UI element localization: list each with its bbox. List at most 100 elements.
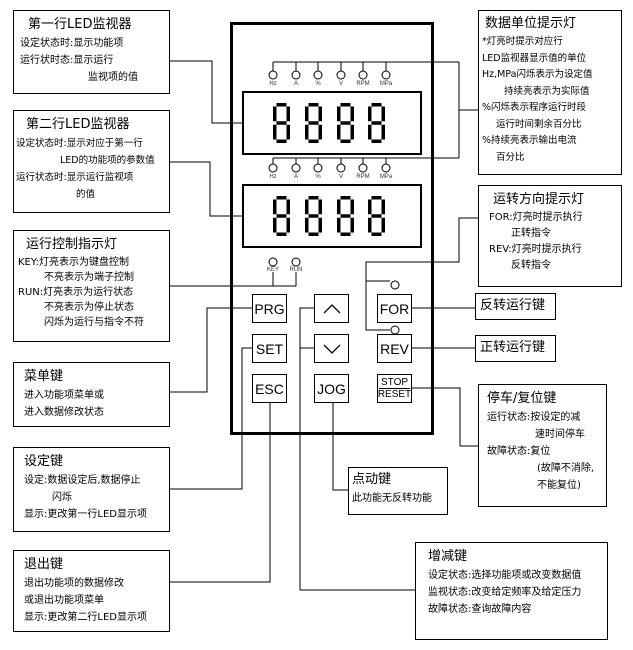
seven-segment (308, 103, 319, 107)
seven-segment (276, 196, 287, 200)
box-title: 菜单键 (24, 369, 64, 384)
reset-label: RESET (377, 389, 412, 400)
seven-segment (368, 199, 372, 215)
unit-led-icon (291, 70, 301, 80)
box-line: 故障状态:复位 (487, 446, 551, 457)
chevron-down-icon (323, 344, 340, 354)
seven-segment (371, 121, 382, 125)
box-led1-monitor: 第一行LED监视器 设定状态时:显示功能项 运行状时态:显示运行 监视项的值 (13, 10, 170, 94)
box-line: 或退出功能项菜单 (24, 595, 104, 606)
seven-segment (276, 214, 287, 218)
led-display-2 (242, 184, 422, 248)
stop-reset-button[interactable]: STOP RESET (377, 374, 412, 403)
esc-button[interactable]: ESC (252, 374, 287, 403)
unit-led-icon (358, 163, 368, 173)
seven-segment (337, 106, 341, 122)
unit-label: RPM (356, 174, 370, 180)
seven-segment (308, 196, 319, 200)
box-line: 显示:更改第二行LED显示项 (24, 612, 147, 623)
led-display-1 (242, 91, 422, 155)
unit-label: MPa (379, 174, 393, 180)
down-button[interactable] (314, 334, 349, 363)
rev-led-icon (390, 325, 400, 335)
seven-segment (305, 124, 309, 140)
box-line: RUN:灯亮表示为运行状态 (18, 287, 134, 298)
box-line: FOR:灯亮时提示执行 (489, 212, 583, 223)
seven-segment (368, 124, 372, 140)
box-line: KEY:灯亮表示为键盘控制 (18, 257, 130, 268)
seven-segment (371, 196, 382, 200)
box-title: 正转运行键 (480, 340, 546, 355)
unit-led-icon (381, 163, 391, 173)
seven-segment (276, 139, 287, 143)
unit-label: V (338, 81, 344, 87)
seven-segment (371, 232, 382, 236)
box-line: 设定状态时:显示对应于第一行 (16, 138, 143, 149)
seven-segment (286, 124, 290, 140)
seven-segment (308, 232, 319, 236)
box-line: 不亮表示为停止状态 (44, 302, 134, 313)
box-for-key: 反转运行键 (475, 293, 556, 320)
seven-segment (273, 199, 277, 215)
box-stop-reset-key: 停车/复位键 运行状态:按设定的减 速时间停车 故障状态:复位 (故障不消除, … (478, 384, 607, 507)
box-line: 退出功能项的数据修改 (24, 578, 124, 589)
box-line: 不亮表示为端子控制 (44, 272, 134, 283)
box-direction-leds: 运转方向提示灯 FOR:灯亮时提示执行 正转指令 REV:灯亮时提示执行 反转指… (478, 185, 622, 287)
rev-button[interactable]: REV (377, 334, 412, 363)
seven-segment (308, 214, 319, 218)
box-line: 正转指令 (511, 228, 551, 239)
box-line: 反转指令 (511, 260, 551, 271)
status-led-label: RUN (289, 267, 303, 273)
seven-segment (273, 106, 277, 122)
seven-segment (340, 214, 351, 218)
status-led-icon (291, 257, 301, 267)
box-line: 设定:数据设定后,数据停止 (24, 475, 141, 486)
unit-label: MPa (379, 81, 393, 87)
box-line: 运行状态时:显示运行监视项 (16, 172, 134, 183)
seven-segment (276, 121, 287, 125)
box-title: 第二行LED监视器 (26, 117, 130, 132)
seven-segment (381, 199, 385, 215)
unit-led-icon (358, 70, 368, 80)
seven-segment (350, 106, 354, 122)
box-set-key: 设定键 设定:数据设定后,数据停止 闪烁 显示:更改第一行LED显示项 (13, 447, 170, 532)
box-unit-leds: 数据单位提示灯 *灯亮时提示对应行 LED监视器显示值的单位 Hz,MPa闪烁表… (478, 10, 622, 175)
box-line: 监视项的值 (88, 72, 138, 83)
box-title: 点动键 (352, 472, 392, 487)
box-updown-keys: 增减键 设定状态:选择功能项或改变数据值 监视状态:改变给定频率及给定压力 故障… (415, 542, 608, 640)
unit-led-icon (291, 163, 301, 173)
keypad-panel (230, 22, 434, 435)
unit-led-icon (381, 70, 391, 80)
box-line: 速时间停车 (535, 429, 585, 440)
seven-segment (337, 217, 341, 233)
unit-label: Hz (269, 174, 277, 180)
seven-segment (368, 106, 372, 122)
set-button[interactable]: SET (252, 334, 287, 363)
jog-button[interactable]: JOG (314, 374, 349, 403)
seven-segment (273, 217, 277, 233)
box-line: 持续亮表示为实际值 (504, 85, 590, 97)
unit-label: RPM (356, 81, 370, 87)
chevron-up-icon (323, 303, 340, 313)
unit-led-icon (268, 70, 278, 80)
seven-segment (368, 217, 372, 233)
box-line: 进入数据修改状态 (24, 407, 104, 418)
seven-segment (340, 121, 351, 125)
seven-segment (308, 121, 319, 125)
box-line: 设定状态:选择功能项或改变数据值 (428, 570, 582, 581)
prg-button[interactable]: PRG (252, 294, 287, 323)
box-title: 停车/复位键 (487, 391, 557, 406)
seven-segment (305, 106, 309, 122)
box-line: 运行时间剩余百分比 (496, 118, 582, 130)
up-button[interactable] (314, 294, 349, 323)
for-button[interactable]: FOR (377, 294, 412, 323)
seven-segment (340, 139, 351, 143)
box-line: %持续亮表示输出电流 (482, 135, 577, 146)
seven-segment (318, 124, 322, 140)
seven-segment (381, 217, 385, 233)
box-led2-monitor: 第二行LED监视器 设定状态时:显示对应于第一行 LED的功能项的参数值 运行状… (13, 110, 170, 213)
box-line: 不能复位) (537, 480, 581, 491)
seven-segment (305, 199, 309, 215)
seven-segment (273, 124, 277, 140)
box-rev-key: 正转运行键 (475, 335, 556, 362)
